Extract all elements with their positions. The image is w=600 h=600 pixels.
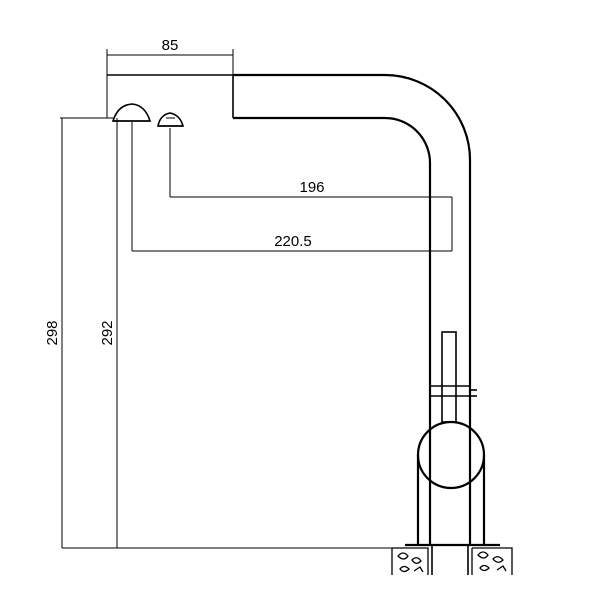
spout-outline: [233, 73, 472, 545]
spray-head-right: [157, 112, 185, 127]
countertop-section-left: [391, 547, 429, 575]
dim-label-196: 196: [299, 179, 324, 196]
dim-label-220-5: 220.5: [274, 233, 312, 250]
reach-dimension-196: 196: [169, 128, 452, 198]
base-mount: [405, 543, 500, 575]
spray-head-left: [111, 103, 152, 122]
dim-label-292: 292: [99, 320, 116, 345]
reach-dimension-220-5: 220.5: [131, 122, 452, 252]
top-width-dimension: 85: [106, 37, 234, 118]
body-housing-box: [107, 74, 234, 118]
dim-label-85: 85: [162, 37, 179, 54]
mixer-body: [416, 420, 486, 545]
height-dimension-292: 292: [99, 118, 118, 548]
height-dimension-298: 298: [44, 117, 113, 548]
dim-label-298: 298: [44, 320, 61, 345]
countertop-section-right: [471, 547, 513, 575]
